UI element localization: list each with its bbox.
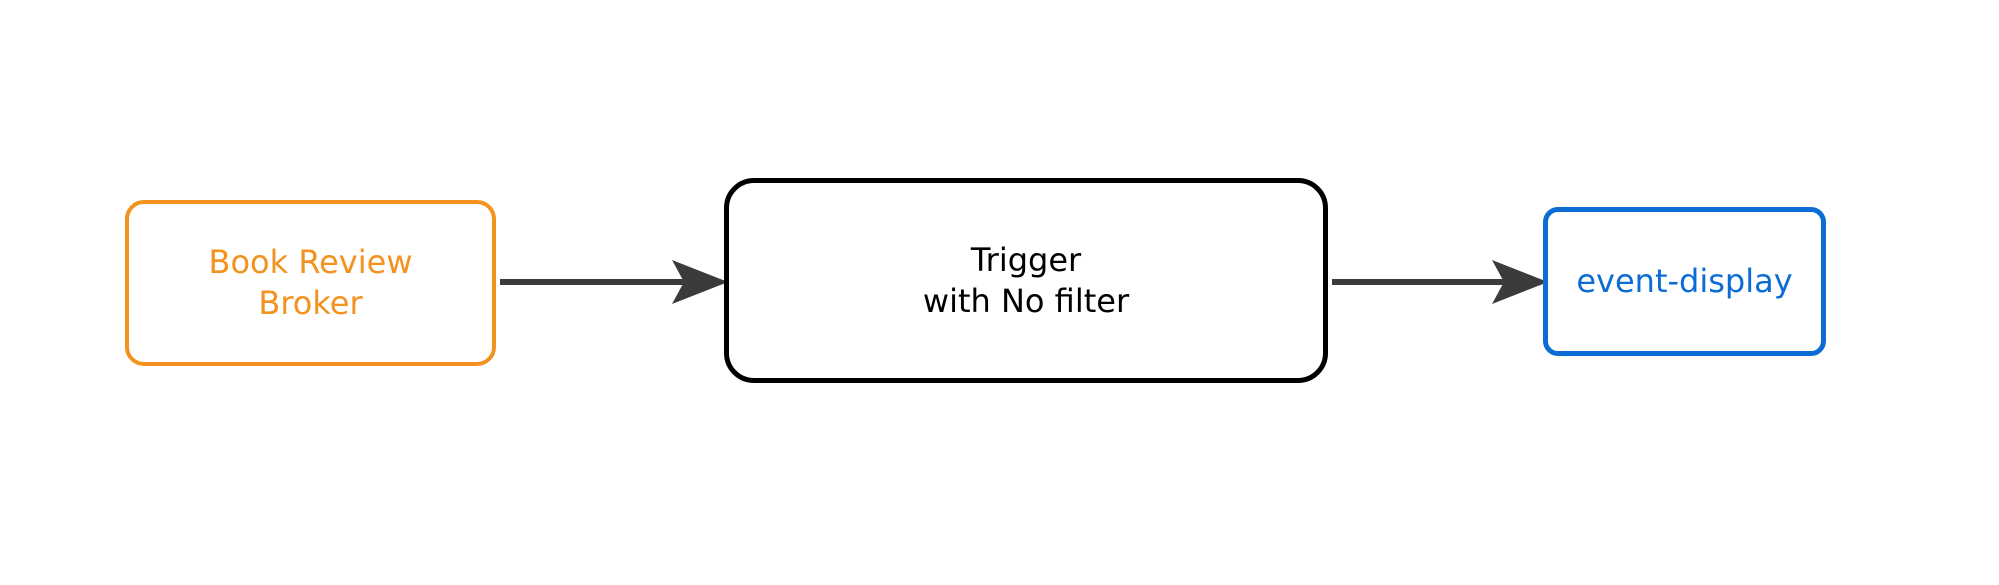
edge-broker-to-trigger <box>496 252 728 312</box>
node-book-review-broker[interactable]: Book Review Broker <box>125 200 496 366</box>
node-trigger-label: Trigger with No filter <box>922 240 1130 320</box>
node-event-display[interactable]: event-display <box>1543 207 1826 356</box>
node-trigger[interactable]: Trigger with No filter <box>724 178 1328 383</box>
node-book-review-broker-label: Book Review Broker <box>208 243 413 322</box>
edge-broker-to-trigger-arrow <box>500 260 728 304</box>
arrowhead-icon <box>672 260 728 304</box>
node-event-display-label: event-display <box>1576 262 1793 301</box>
edge-trigger-to-sink-arrow <box>1332 260 1548 304</box>
arrowhead-icon <box>1492 260 1548 304</box>
edge-trigger-to-sink <box>1328 252 1548 312</box>
